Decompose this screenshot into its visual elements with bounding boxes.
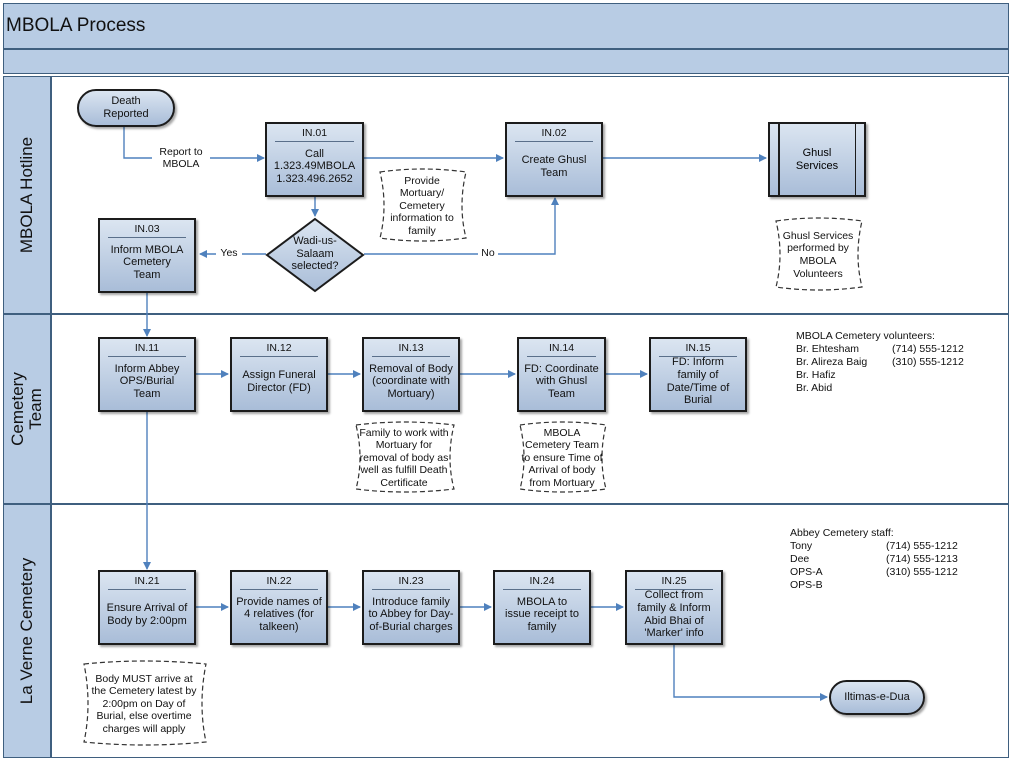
terminal-death-reported[interactable]: Death Reported — [77, 89, 175, 127]
step-text: Assign Funeral Director (FD) — [242, 368, 316, 394]
step-text: Create Ghusl Team — [521, 153, 587, 179]
step-id: IN.01 — [275, 127, 354, 142]
title-bar — [3, 3, 1009, 49]
step-in02[interactable]: IN.02 Create Ghusl Team — [505, 122, 603, 197]
step-in23[interactable]: IN.23 Introduce family to Abbey for Day-… — [362, 570, 460, 645]
note-shape — [83, 660, 207, 746]
page-title: MBOLA Process — [6, 15, 146, 36]
step-in25[interactable]: IN.25 Collect from family & Inform Abid … — [625, 570, 723, 645]
step-text: FD: Coordinate with Ghusl Team — [524, 362, 599, 400]
step-id: IN.15 — [659, 342, 737, 357]
step-text: Removal of Body (coordinate with Mortuar… — [369, 362, 453, 400]
roster-row: OPS-A(310) 555-1212 — [790, 566, 958, 578]
lane-label-la-verne: La Verne Cemetery — [3, 504, 51, 758]
step-text: Provide names of 4 relatives (for talkee… — [236, 595, 322, 633]
roster-row: Dee(714) 555-1213 — [790, 553, 958, 565]
note-cemetery-team-time: MBOLA Cemetery Team to ensure Time of Ar… — [512, 421, 612, 495]
flow-label-report: Report to MBOLA — [152, 146, 210, 171]
roster-row: Br. Hafiz — [796, 369, 836, 381]
note-shape — [519, 421, 607, 493]
step-id: IN.03 — [108, 223, 186, 238]
step-id: IN.21 — [108, 575, 186, 590]
volunteers-heading: MBOLA Cemetery volunteers: — [796, 330, 935, 342]
flow-label-yes: Yes — [216, 247, 242, 260]
roster-row: Tony(714) 555-1212 — [790, 540, 958, 552]
step-in12[interactable]: IN.12 Assign Funeral Director (FD) — [230, 337, 328, 412]
connector-death-to-in01 — [123, 126, 265, 162]
step-id: IN.23 — [372, 575, 450, 590]
step-text: Call 1.323.49MBOLA 1.323.496.2652 — [273, 147, 356, 185]
roster-row: Br. Ehtesham(714) 555-1212 — [796, 343, 964, 355]
note-shape — [355, 421, 455, 493]
note-mortuary-info: Provide Mortuary/ Cemetery information t… — [372, 168, 472, 244]
decision-text: Wadi-us-Salaam selected? — [291, 235, 339, 273]
step-id: IN.13 — [372, 342, 450, 357]
note-family-mortuary: Family to work with Mortuary for removal… — [348, 421, 460, 495]
step-text: Collect from family & Inform Abid Bhai o… — [637, 589, 711, 640]
decision-diamond-shape — [265, 217, 365, 293]
step-text: Inform MBOLA Cemetery Team — [110, 243, 184, 281]
step-id: IN.14 — [527, 342, 596, 357]
abbey-staff-roster: Abbey Cemetery staff: Tony(714) 555-1212… — [790, 527, 958, 592]
step-in14[interactable]: IN.14 FD: Coordinate with Ghusl Team — [517, 337, 606, 412]
terminal-iltimas-e-dua[interactable]: Iltimas-e-Dua — [829, 680, 925, 715]
lane-label-hotline: MBOLA Hotline — [3, 76, 51, 314]
subprocess-right-bar — [854, 124, 856, 195]
flow-label-no: No — [478, 247, 498, 260]
abbey-staff-heading: Abbey Cemetery staff: — [790, 527, 894, 539]
step-id: IN.02 — [515, 127, 593, 142]
step-in22[interactable]: IN.22 Provide names of 4 relatives (for … — [230, 570, 328, 645]
step-text: FD: Inform family of Date/Time of Burial — [666, 356, 730, 407]
step-in03[interactable]: IN.03 Inform MBOLA Cemetery Team — [98, 218, 196, 293]
note-shape — [775, 217, 863, 291]
step-id: IN.24 — [503, 575, 581, 590]
lane-label-cemetery-team: Cemetery Team — [3, 314, 51, 504]
step-text: Introduce family to Abbey for Day-of-Bur… — [368, 595, 454, 633]
step-in24[interactable]: IN.24 MBOLA to issue receipt to family — [493, 570, 591, 645]
step-id: IN.12 — [240, 342, 318, 357]
roster-row: Br. Alireza Baig(310) 555-1212 — [796, 356, 964, 368]
subheader-bar — [3, 49, 1009, 74]
subprocess-left-bar — [778, 124, 780, 195]
step-text: Ensure Arrival of Body by 2:00pm — [106, 601, 188, 627]
note-ghusl-volunteers: Ghusl Services performed by MBOLA Volunt… — [768, 217, 868, 293]
decision-wadi-us-salaam[interactable]: Wadi-us-Salaam selected? — [265, 217, 365, 293]
note-body-arrival: Body MUST arrive at the Cemetery latest … — [76, 660, 212, 748]
note-shape — [379, 168, 467, 242]
roster-row: OPS-B — [790, 579, 823, 591]
step-in21[interactable]: IN.21 Ensure Arrival of Body by 2:00pm — [98, 570, 196, 645]
connector-in25-to-iltimas — [673, 645, 828, 701]
step-in15[interactable]: IN.15 FD: Inform family of Date/Time of … — [649, 337, 747, 412]
connector-decision-no — [364, 197, 559, 255]
step-in13[interactable]: IN.13 Removal of Body (coordinate with M… — [362, 337, 460, 412]
step-in11[interactable]: IN.11 Inform Abbey OPS/Burial Team — [98, 337, 196, 412]
subprocess-ghusl-services[interactable]: Ghusl Services — [768, 122, 866, 197]
step-id: IN.22 — [240, 575, 318, 590]
step-id: IN.25 — [635, 575, 713, 590]
roster-row: Br. Abid — [796, 382, 833, 394]
step-in01[interactable]: IN.01 Call 1.323.49MBOLA 1.323.496.2652 — [265, 122, 364, 197]
step-text: Inform Abbey OPS/Burial Team — [114, 362, 180, 400]
subprocess-text: Ghusl Services — [795, 146, 839, 172]
step-text: MBOLA to issue receipt to family — [505, 595, 579, 633]
volunteers-roster: MBOLA Cemetery volunteers: Br. Ehtesham(… — [796, 330, 964, 395]
step-id: IN.11 — [108, 342, 186, 357]
